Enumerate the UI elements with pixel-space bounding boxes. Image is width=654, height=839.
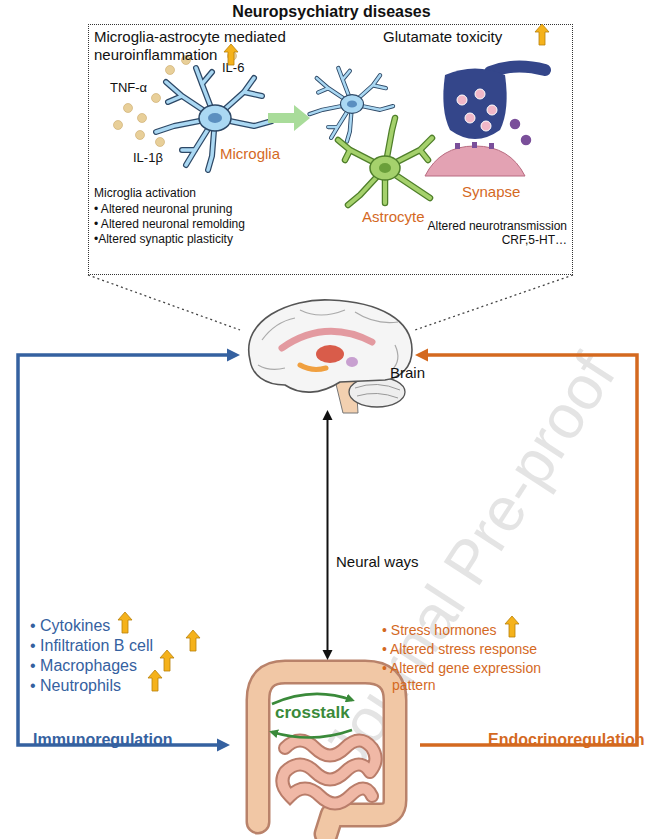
synapse-part (490, 66, 545, 72)
synapse-part (465, 113, 475, 123)
cytokine-dots-part (138, 114, 147, 123)
connector (323, 410, 333, 660)
increase-arrow (186, 630, 200, 651)
microglia-cell (310, 68, 394, 141)
microglia-cell-part (340, 95, 363, 114)
list-item: • Stress hormones (382, 622, 497, 639)
synapse-part (443, 69, 506, 140)
cytokine-dots-part (156, 138, 165, 147)
astrocyte-cell-part (379, 163, 391, 173)
edge-label: Immunoregulation (33, 730, 173, 749)
heading-text: Glutamate toxicity (383, 28, 502, 46)
note-item: • Altered neuronal remolding (94, 217, 245, 231)
arrow-head (217, 739, 230, 752)
synapse-part (481, 121, 491, 131)
brain-node: Brain (240, 300, 415, 410)
synapse-part (509, 118, 521, 130)
synapse-part (520, 134, 532, 146)
microglia-cell-part (347, 100, 357, 107)
gut-node: crosstalk (230, 660, 420, 832)
brain-illustration-part (355, 384, 400, 398)
cytokine-name: IL-1β (133, 150, 163, 166)
increase-arrow (160, 650, 174, 671)
cytokine-name: TNF-α (110, 80, 147, 96)
connector-line (18, 355, 231, 745)
list-item: • Cytokines (30, 616, 110, 635)
increase-arrow (535, 24, 549, 45)
cytokine-dots-part (124, 104, 133, 113)
brain-illustration-part (258, 310, 398, 370)
brain-illustration-part (316, 345, 344, 363)
astrocyte-cell-part (370, 156, 400, 180)
connector-line (327, 417, 329, 653)
astrocyte-cell-part (338, 118, 432, 205)
cell-name: Synapse (462, 183, 520, 201)
note-item: •Altered synaptic plasticity (94, 232, 233, 246)
edge-label: Endocrinoregulation (488, 730, 644, 749)
list-item: • Altered gene expression pattern (382, 660, 572, 694)
node-heading: Brain (390, 364, 425, 382)
astrocyte-cell (338, 118, 432, 205)
astrocyte-cell-part (338, 118, 432, 205)
list-item: • Altered stress response (382, 641, 537, 658)
arrow-head (227, 349, 240, 362)
cytokine-dots-part (114, 121, 123, 130)
list-item: • Neutrophils (30, 676, 121, 695)
microglia-cell-part (310, 68, 394, 141)
node-heading: Neuropsychiatry diseases (89, 2, 574, 21)
connector (88, 275, 573, 330)
cytokine-dots-part (166, 66, 175, 75)
node-heading: crosstalk (275, 703, 350, 723)
microglia-cell-part (199, 105, 231, 131)
synapse-part (425, 146, 525, 176)
brain-illustration-part (300, 365, 326, 369)
cytokine-dots-part (136, 131, 145, 140)
cytokine-dots-part (152, 94, 161, 103)
synapse-part (457, 95, 467, 105)
synapse-part (475, 89, 485, 99)
microglia-cell-part (208, 113, 222, 123)
increase-arrow (118, 612, 132, 633)
arrow-head (323, 410, 333, 420)
synapse-part (489, 143, 494, 149)
brain-illustration-part (249, 300, 412, 392)
note-text: Altered neurotransmission CRF,5-HT… (387, 219, 567, 248)
note-heading: Microglia activation (94, 186, 196, 200)
connector (18, 349, 240, 752)
microglia-cell-part (310, 68, 394, 141)
synapse-part (455, 143, 460, 149)
arrow-head (415, 349, 428, 362)
increase-arrow (505, 616, 519, 637)
list-item: • Macrophages (30, 656, 137, 675)
cell-name: Microglia (220, 145, 280, 163)
increase-arrow (148, 670, 162, 691)
edge-label: Neural ways (336, 553, 419, 571)
increase-arrow (224, 44, 238, 65)
synapse (425, 66, 545, 176)
arrow-head (323, 650, 333, 660)
zoom-line (88, 275, 573, 330)
cell-name: Astrocyte (362, 208, 425, 226)
brain-illustration-part (346, 357, 358, 367)
synapse-part (487, 105, 497, 115)
heading-text: Microglia-astrocyte mediated neuroinflam… (94, 28, 309, 64)
activation-arrow (268, 105, 310, 131)
note-item: • Altered neuronal pruning (94, 202, 232, 216)
brain-illustration (249, 300, 412, 413)
synapse-part (472, 142, 477, 148)
list-item: • Infiltration B cell (30, 636, 153, 655)
